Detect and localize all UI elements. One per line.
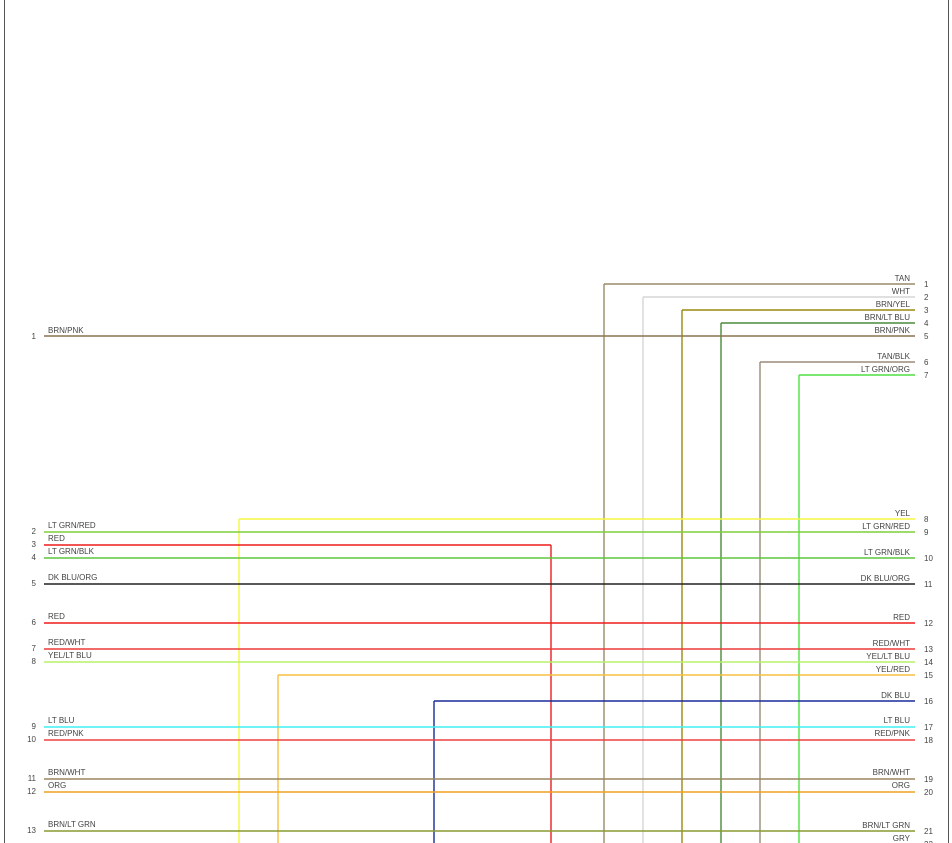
wire-label-right: DK BLU/ORG	[861, 574, 910, 583]
wire-label-left: YEL/LT BLU	[48, 651, 92, 660]
pin-number-right: 21	[924, 827, 933, 836]
wire-label-right: RED	[893, 613, 910, 622]
pin-number-left: 5	[32, 579, 37, 588]
pin-number-right: 10	[924, 554, 933, 563]
wire-label-right: BRN/PNK	[874, 326, 910, 335]
wire-label-right: RED/PNK	[874, 729, 910, 738]
pin-number-left: 2	[32, 527, 37, 536]
pin-number-left: 12	[27, 787, 36, 796]
pin-number-left: 4	[32, 553, 37, 562]
pin-number-left: 10	[27, 735, 36, 744]
diagram-frame	[4, 0, 949, 843]
wire-label-left: RED/WHT	[48, 638, 85, 647]
pin-number-right: 15	[924, 671, 933, 680]
pin-number-right: 7	[924, 371, 929, 380]
pin-number-right: 5	[924, 332, 929, 341]
pin-number-right: 4	[924, 319, 929, 328]
pin-number-right: 19	[924, 775, 933, 784]
pin-number-right: 22	[924, 840, 933, 843]
wire-label-right: BRN/LT BLU	[865, 313, 911, 322]
pin-number-right: 18	[924, 736, 933, 745]
pin-number-right: 12	[924, 619, 933, 628]
wire-label-left: DK BLU/ORG	[48, 573, 97, 582]
wire-label-right: YEL/LT BLU	[866, 652, 910, 661]
wire-label-right: LT GRN/ORG	[861, 365, 910, 374]
wire-label-left: ORG	[48, 781, 66, 790]
pin-number-right: 20	[924, 788, 933, 797]
pin-number-right: 13	[924, 645, 933, 654]
wire-label-right: BRN/YEL	[876, 300, 911, 309]
wire-label-right: RED/WHT	[873, 639, 910, 648]
pin-number-right: 2	[924, 293, 929, 302]
pin-number-left: 3	[32, 540, 37, 549]
wire-label-right: LT GRN/RED	[862, 522, 910, 531]
pin-number-left: 1	[32, 332, 37, 341]
wire-label-right: YEL	[895, 509, 911, 518]
wire-label-right: TAN/BLK	[877, 352, 910, 361]
wire-label-left: LT GRN/RED	[48, 521, 96, 530]
wire-label-right: BRN/WHT	[873, 768, 910, 777]
wire-label-right: WHT	[892, 287, 910, 296]
wire-label-left: LT GRN/BLK	[48, 547, 95, 556]
pin-number-right: 17	[924, 723, 933, 732]
wire-label-right: LT BLU	[884, 716, 911, 725]
wire-label-right: ORG	[892, 781, 910, 790]
vertical-wires	[238, 284, 800, 843]
wire-label-left: RED	[48, 612, 65, 621]
pin-number-left: 6	[32, 618, 37, 627]
pin-number-right: 6	[924, 358, 929, 367]
wire-label-right: BRN/LT GRN	[862, 821, 910, 830]
wire-label-right: YEL/RED	[876, 665, 910, 674]
pin-number-right: 11	[924, 580, 933, 589]
wire-label-left: LT BLU	[48, 716, 75, 725]
pin-number-right: 1	[924, 280, 929, 289]
pin-number-right: 9	[924, 528, 929, 537]
pin-number-right: 8	[924, 515, 929, 524]
pin-number-right: 14	[924, 658, 933, 667]
horizontal-wires	[44, 283, 915, 832]
wire-label-left: RED	[48, 534, 65, 543]
wire-label-right: GRY	[893, 834, 911, 843]
pin-number-left: 7	[32, 644, 37, 653]
wire-label-left: BRN/PNK	[48, 326, 84, 335]
wire-label-right: DK BLU	[881, 691, 910, 700]
pin-number-left: 9	[32, 722, 37, 731]
pin-number-left: 11	[28, 774, 37, 783]
pin-number-left: 13	[27, 826, 36, 835]
wire-label-left: BRN/WHT	[48, 768, 85, 777]
pin-number-right: 16	[924, 697, 933, 706]
pin-number-right: 3	[924, 306, 929, 315]
wire-label-right: TAN	[895, 274, 911, 283]
wire-label-right: LT GRN/BLK	[864, 548, 911, 557]
wire-label-left: RED/PNK	[48, 729, 84, 738]
pin-number-left: 8	[32, 657, 37, 666]
wire-label-left: BRN/LT GRN	[48, 820, 96, 829]
